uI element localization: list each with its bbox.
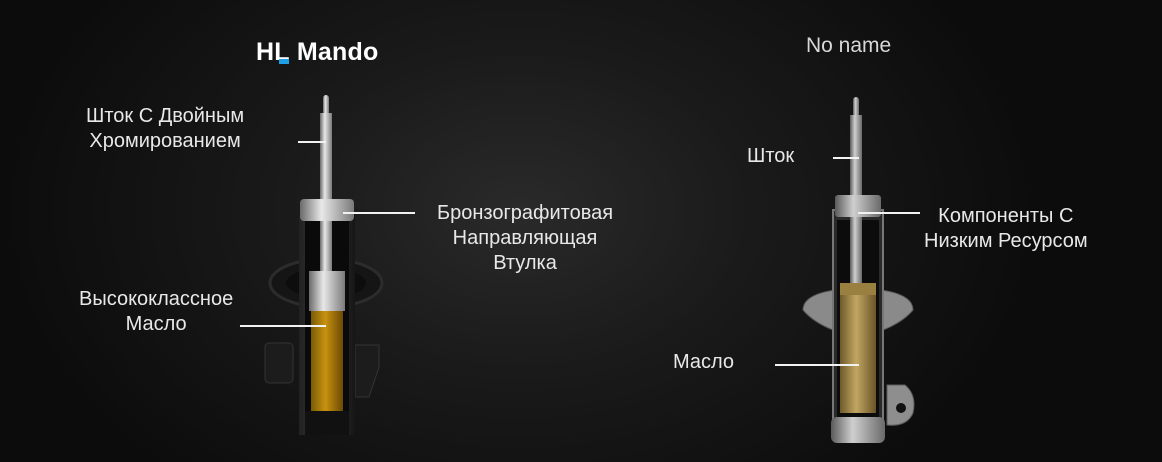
label-bronze-graphite-bushing: Бронзографитовая Направляющая Втулка (437, 201, 613, 276)
label-rod: Шток (747, 145, 795, 167)
leader-line-oil (240, 325, 326, 327)
generic-shock-absorber-illustration (802, 97, 915, 443)
hl-logo-mark: HL (256, 38, 290, 67)
label-line: Высококлассное (79, 288, 234, 310)
label-line: Низким Ресурсом (924, 230, 1088, 252)
logo-accent-bar (279, 59, 289, 64)
leader-line-oil-generic (775, 364, 859, 366)
leader-line-rod-generic (833, 157, 859, 159)
label-oil-generic: Масло (673, 351, 735, 373)
label-line: Масло (125, 313, 187, 335)
leader-line-rod (298, 141, 326, 143)
brand-logo-hl-mando: HL Mando (256, 38, 378, 67)
leader-line-components (858, 212, 920, 214)
label-premium-oil: Высококлассное Масло (79, 287, 233, 337)
leader-line-bushing (343, 212, 415, 214)
label-line: Направляющая (452, 227, 598, 249)
label-line: Шток С Двойным (86, 105, 245, 127)
label-line: Втулка (493, 252, 557, 274)
generic-brand-title: No name (806, 34, 892, 57)
premium-shock-absorber-illustration (264, 95, 384, 435)
label-line: Бронзографитовая (437, 202, 614, 224)
label-double-chrome-rod: Шток С Двойным Хромированием (86, 104, 244, 154)
label-line: Хромированием (89, 130, 241, 152)
brand-name: Mando (296, 38, 379, 66)
label-line: Компоненты С (938, 205, 1074, 227)
label-low-resource-components: Компоненты С Низким Ресурсом (924, 204, 1088, 254)
